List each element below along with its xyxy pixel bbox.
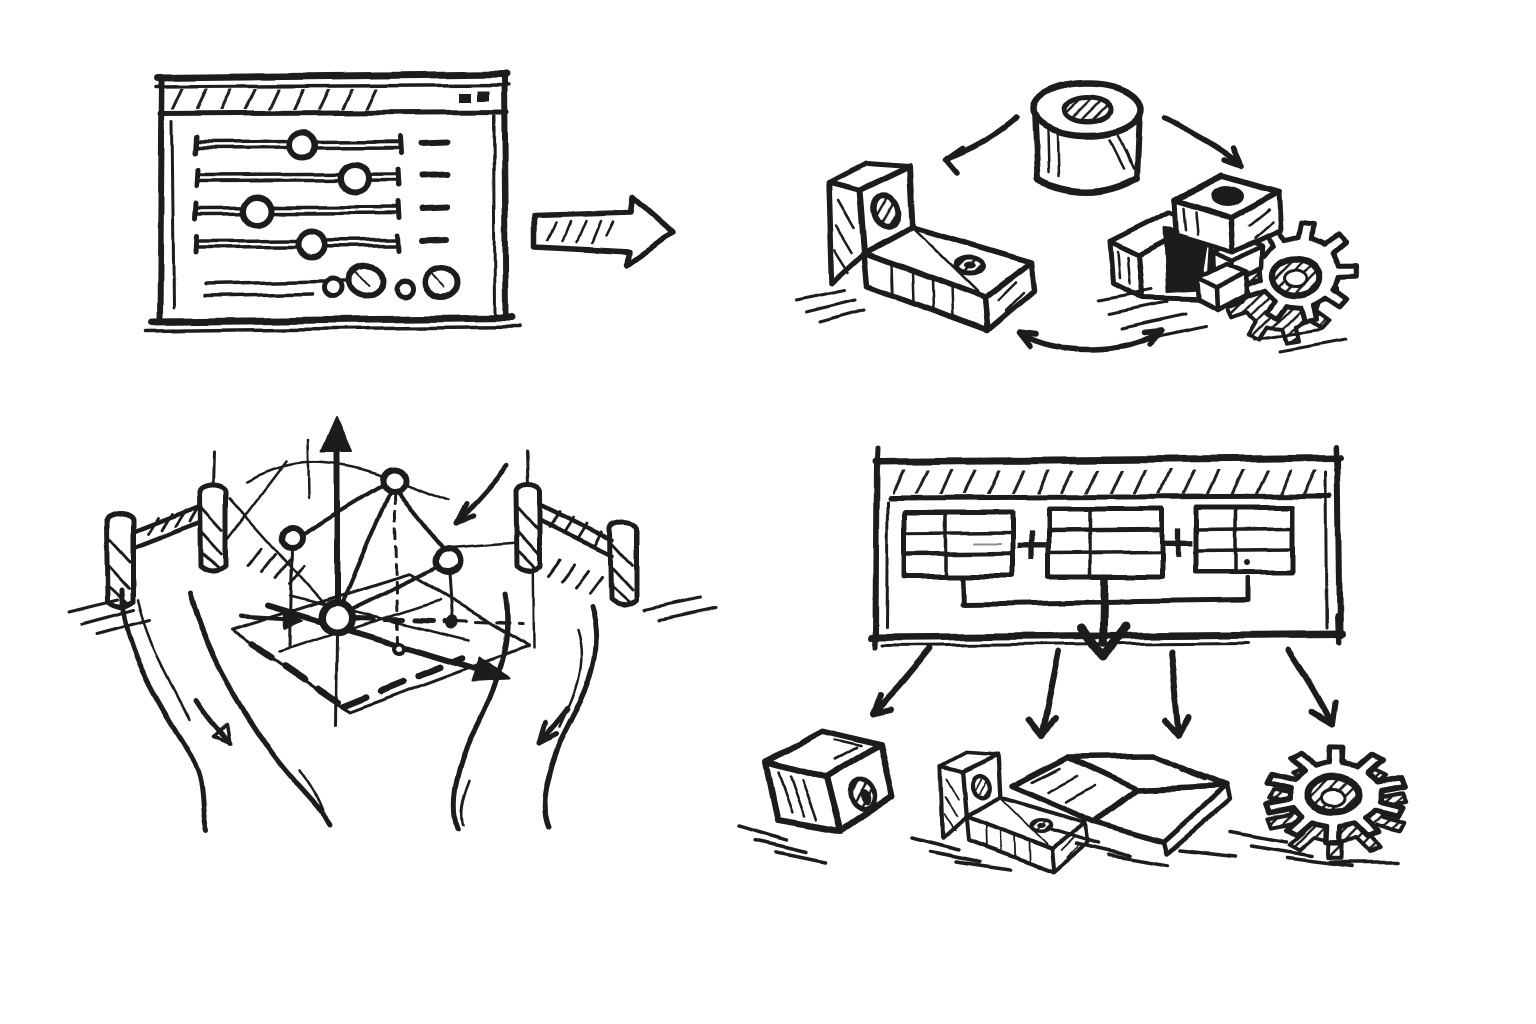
ground-hatch — [1228, 830, 1402, 868]
notched-block-part — [1107, 173, 1283, 313]
window-buttons-icon — [459, 91, 489, 102]
plate-hole — [870, 192, 902, 230]
base-right-shading — [996, 280, 1026, 312]
titlebar-hatch — [170, 89, 388, 110]
path-right — [451, 592, 600, 831]
heavy-dashes — [248, 640, 466, 710]
graph-nodes — [279, 466, 463, 655]
slider-row-3 — [192, 194, 451, 228]
table-1 — [902, 509, 1015, 579]
plus-sign: + — [1012, 517, 1051, 571]
slider-knob — [296, 228, 328, 260]
table-3 — [1193, 504, 1295, 575]
ground-hatch — [794, 288, 866, 324]
ground-plane — [230, 572, 530, 714]
plus-sign: + — [1159, 514, 1198, 568]
fan-arrow-1 — [869, 646, 932, 717]
slider-row-2 — [194, 161, 451, 195]
cycle-arrow-left — [943, 115, 1019, 176]
rail-hatch — [548, 510, 604, 550]
value-dash — [419, 171, 451, 178]
assembly-window: + + — [868, 443, 1346, 663]
post-stripes — [107, 506, 224, 606]
slider-knob — [287, 129, 319, 161]
ground-hatch — [1096, 288, 1347, 354]
footer-circles — [321, 263, 461, 301]
post-stripes — [516, 506, 634, 606]
slider-knob — [338, 161, 372, 195]
slider-row-1 — [192, 129, 451, 161]
titlebar-hatch — [892, 470, 1320, 494]
wedge-shading — [1030, 766, 1206, 804]
footer-text-lines — [202, 279, 347, 298]
value-dash — [419, 204, 451, 211]
incoming-arrow — [453, 463, 509, 527]
parameter-window — [144, 70, 522, 333]
ground-hatch — [738, 824, 828, 864]
bushing-hole — [1062, 95, 1114, 125]
plate-shading — [833, 198, 856, 274]
dashed-axis — [352, 615, 451, 624]
transform-arrow-icon — [532, 194, 676, 268]
bushing-shading — [1045, 128, 1136, 178]
ground-hatch — [910, 836, 1012, 872]
fan-arrow-2 — [1026, 649, 1062, 739]
fan-arrow-4 — [1285, 646, 1338, 727]
path-left — [119, 587, 333, 833]
arrow-shaft-hatch — [546, 219, 614, 245]
path-arrow — [537, 705, 571, 745]
cycle-arrow-right — [1161, 115, 1245, 169]
slider-row-4 — [193, 228, 449, 260]
block-shading — [1116, 198, 1274, 286]
ground-hatch — [546, 558, 718, 622]
gear-part — [1228, 744, 1408, 868]
value-dash — [419, 138, 451, 145]
wedge-part — [1009, 753, 1238, 868]
value-dash — [419, 237, 449, 244]
axis-up — [321, 417, 353, 607]
slider-knob — [241, 194, 275, 228]
boss-hole — [1210, 186, 1244, 206]
origin-arrow — [238, 611, 303, 630]
window-frame — [144, 70, 522, 333]
barrier-left — [68, 450, 306, 636]
ring-bushing-part — [1029, 80, 1145, 196]
output-parts — [738, 728, 1408, 872]
barrier-right — [513, 450, 718, 622]
part-cycle — [794, 80, 1359, 354]
origin-node — [318, 599, 356, 637]
fan-arrows — [869, 646, 1338, 739]
graph-edges — [300, 482, 447, 612]
path-arrow — [193, 697, 233, 747]
merge-arrow — [1077, 574, 1131, 663]
base-shading — [890, 262, 955, 319]
l-bracket-part — [826, 160, 1038, 333]
fan-arrow-3 — [1162, 649, 1192, 738]
rail-hatch — [146, 505, 200, 536]
table-2 — [1045, 506, 1165, 580]
design-space — [68, 417, 718, 833]
cube-part — [738, 728, 896, 864]
ground-hatch — [1050, 828, 1238, 868]
cube-shading — [776, 746, 860, 822]
